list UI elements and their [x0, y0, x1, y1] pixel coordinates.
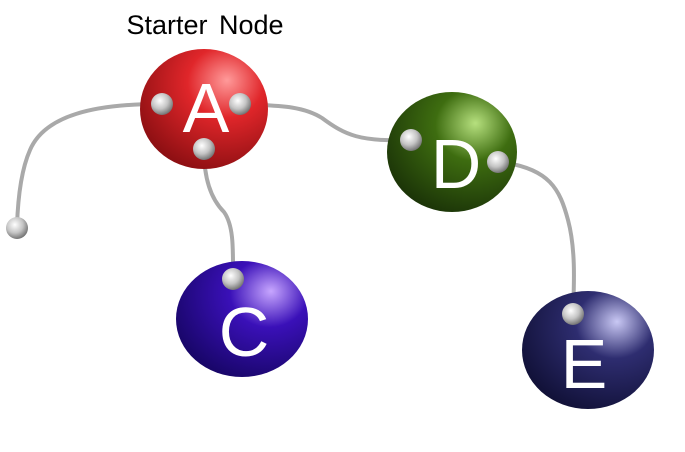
node-d-right-knob: [487, 151, 509, 173]
node-e-label: E: [561, 325, 608, 403]
node-d-left-knob: [400, 129, 422, 151]
node-c[interactable]: C: [176, 261, 308, 377]
node-a-right-knob: [229, 93, 251, 115]
node-a-label: A: [183, 69, 230, 147]
open-end-knob: [6, 217, 28, 239]
edge-a-c: [202, 148, 236, 280]
node-d-sphere: [387, 92, 517, 212]
node-a-left-knob: [151, 93, 173, 115]
node-e-top-knob: [562, 303, 584, 325]
node-a-bottom-knob: [193, 138, 215, 160]
node-c-label: C: [219, 293, 270, 371]
edge-a-open-end: [15, 102, 162, 228]
node-c-sphere: [176, 261, 308, 377]
starter-node-caption: Starter Node: [126, 10, 283, 40]
node-d[interactable]: D: [387, 92, 517, 212]
node-a[interactable]: A: [140, 49, 268, 169]
edge-d-e: [498, 160, 576, 315]
node-e-sphere: [522, 291, 654, 409]
node-e[interactable]: E: [522, 291, 654, 409]
node-d-label: D: [431, 125, 482, 203]
node-a-sphere: [140, 49, 268, 169]
node-c-top-knob: [222, 268, 244, 290]
